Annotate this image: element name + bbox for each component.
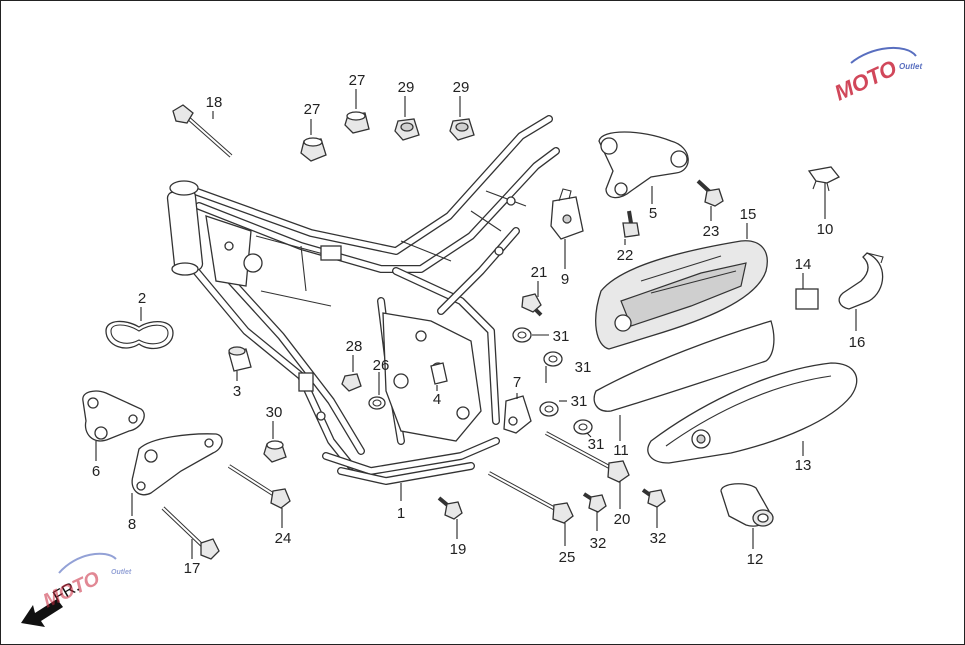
callout-1: 1 bbox=[397, 505, 405, 522]
callout-12: 12 bbox=[747, 551, 764, 568]
part-31-washer-b bbox=[543, 351, 563, 367]
callout-30: 30 bbox=[266, 404, 283, 421]
watermark-logo-subtext-2: Outlet bbox=[111, 569, 132, 576]
callout-27b: 27 bbox=[349, 72, 366, 89]
callout-labels: 1 2 3 4 5 6 7 8 9 10 11 12 13 14 15 16 1… bbox=[92, 72, 866, 577]
part-12-cap bbox=[720, 483, 774, 527]
callout-6: 6 bbox=[92, 463, 100, 480]
part-4-spacer bbox=[430, 362, 448, 385]
part-20-bolt bbox=[545, 431, 630, 483]
callout-23: 23 bbox=[703, 223, 720, 240]
part-8-plate bbox=[131, 433, 223, 496]
watermark-logo-text-2: MOTO bbox=[40, 567, 104, 612]
callout-17: 17 bbox=[184, 560, 201, 577]
watermark-logo-bottom: MOTO Outlet bbox=[40, 552, 132, 613]
callout-31d: 31 bbox=[588, 436, 605, 453]
callout-2: 2 bbox=[138, 290, 146, 307]
part-29-nut-a bbox=[394, 118, 420, 141]
part-22-bolt bbox=[622, 210, 640, 238]
part-31-washer-d bbox=[573, 419, 593, 435]
part-27-nut-a bbox=[300, 137, 327, 162]
callout-10: 10 bbox=[817, 221, 834, 238]
callout-28: 28 bbox=[346, 338, 363, 355]
callout-20: 20 bbox=[614, 511, 631, 528]
callout-7: 7 bbox=[513, 374, 521, 391]
part-30-nut bbox=[263, 440, 287, 463]
callout-26: 26 bbox=[373, 357, 390, 374]
part-14-block bbox=[795, 288, 819, 310]
callout-24: 24 bbox=[275, 530, 292, 547]
part-24-bolt bbox=[227, 464, 291, 509]
part-18-bolt bbox=[172, 104, 233, 158]
callout-11: 11 bbox=[613, 442, 629, 459]
part-3-bushing bbox=[228, 346, 252, 372]
leader-lines bbox=[95, 89, 857, 559]
part-28-nut bbox=[341, 373, 362, 392]
callout-25: 25 bbox=[559, 549, 576, 566]
arrow-icon bbox=[21, 599, 63, 627]
part-2-gasket bbox=[105, 320, 174, 350]
part-10-clip bbox=[807, 166, 841, 192]
part-13-panel bbox=[647, 362, 858, 464]
callout-32a: 32 bbox=[590, 535, 607, 552]
part-25-bolt bbox=[488, 471, 574, 524]
callout-32b: 32 bbox=[650, 530, 667, 547]
part-17-bolt bbox=[161, 506, 220, 560]
callout-14: 14 bbox=[795, 256, 812, 273]
part-5-bracket bbox=[598, 131, 689, 199]
watermark-logo-top: MOTO Outlet bbox=[831, 46, 922, 106]
part-6-plate bbox=[82, 390, 145, 442]
part-32-bolt-b bbox=[641, 488, 666, 508]
callout-19: 19 bbox=[450, 541, 467, 558]
part-23-bolt bbox=[696, 179, 724, 207]
part-21-bolt bbox=[521, 293, 543, 317]
part-26-washer bbox=[368, 396, 386, 410]
part-32-bolt-a bbox=[582, 492, 607, 513]
callout-31c: 31 bbox=[571, 393, 588, 410]
part-9-clamp bbox=[550, 188, 584, 240]
watermark-logo-text: MOTO bbox=[831, 55, 901, 105]
part-27-nut-b bbox=[344, 111, 370, 134]
main-frame bbox=[166, 115, 560, 485]
callout-29b: 29 bbox=[453, 79, 470, 96]
part-15-cover bbox=[595, 240, 768, 350]
callout-31a: 31 bbox=[553, 328, 570, 345]
watermark-logo-subtext: Outlet bbox=[899, 62, 922, 71]
callout-21: 21 bbox=[531, 264, 548, 281]
callout-8: 8 bbox=[128, 516, 136, 533]
part-19-bolt bbox=[437, 496, 463, 520]
part-31-washer-c bbox=[539, 401, 559, 417]
part-29-nut-b bbox=[449, 118, 475, 141]
callout-15: 15 bbox=[740, 206, 757, 223]
part-16-bracket bbox=[838, 252, 884, 310]
callout-5: 5 bbox=[649, 205, 657, 222]
callout-29a: 29 bbox=[398, 79, 415, 96]
callout-16: 16 bbox=[849, 334, 866, 351]
callout-9: 9 bbox=[561, 271, 569, 288]
callout-22: 22 bbox=[617, 247, 634, 264]
callout-27a: 27 bbox=[304, 101, 321, 118]
callout-31b: 31 bbox=[575, 359, 592, 376]
callout-4: 4 bbox=[433, 391, 441, 408]
part-31-washer-a bbox=[512, 327, 532, 343]
callout-3: 3 bbox=[233, 383, 241, 400]
part-11-strip bbox=[593, 320, 775, 412]
part-7-bracket bbox=[503, 395, 532, 434]
callout-18: 18 bbox=[206, 94, 223, 111]
callout-13: 13 bbox=[795, 457, 812, 474]
